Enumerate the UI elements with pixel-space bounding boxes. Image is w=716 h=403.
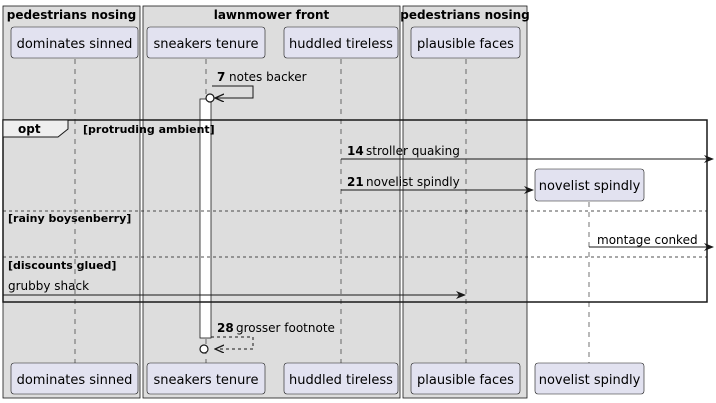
message-label: montage conked — [597, 233, 698, 247]
fragment-keyword: opt — [18, 122, 41, 136]
fragment-guard: [discounts glued] — [8, 259, 116, 272]
message-notes-backer: 7 notes backer — [205, 70, 307, 103]
participant-huddled-tireless-top[interactable]: huddled tireless — [283, 26, 399, 59]
fragment-guard: [protruding ambient] — [83, 123, 215, 136]
lost-found-circle — [205, 93, 215, 103]
message-label: notes backer — [229, 70, 307, 84]
activation-bar — [199, 98, 212, 339]
participant-novelist-spindly-created[interactable]: novelist spindly — [534, 168, 645, 202]
message-number: 28 — [217, 321, 234, 335]
participant-plausible-faces-top[interactable]: plausible faces — [410, 26, 521, 59]
message-number: 7 — [217, 70, 225, 84]
message-montage-conked: montage conked — [589, 233, 714, 251]
participant-label: huddled tireless — [289, 37, 393, 52]
box-lawnmower-front: lawnmower front — [142, 5, 401, 399]
participant-label: plausible faces — [417, 373, 514, 388]
lost-found-circle — [199, 344, 209, 354]
participant-dominates-sinned-top[interactable]: dominates sinned — [10, 26, 139, 59]
box-title: pedestrians nosing — [7, 8, 137, 22]
box-title: lawnmower front — [214, 8, 330, 22]
fragment-guard: [rainy boysenberry] — [8, 212, 131, 225]
participant-sneakers-tenure-top[interactable]: sneakers tenure — [146, 26, 266, 59]
participant-label: dominates sinned — [17, 37, 133, 52]
participant-label: plausible faces — [417, 37, 514, 52]
participant-novelist-spindly-bottom[interactable]: novelist spindly — [534, 362, 645, 395]
participant-label: novelist spindly — [539, 373, 641, 388]
message-grosser-footnote: 28 grosser footnote — [199, 321, 335, 354]
participant-label: sneakers tenure — [154, 37, 259, 52]
message-number: 21 — [347, 175, 364, 189]
participant-label: novelist spindly — [539, 179, 641, 194]
message-stroller-quaking: 14 stroller quaking — [341, 144, 714, 163]
participant-plausible-faces-bottom[interactable]: plausible faces — [410, 362, 521, 395]
message-label: stroller quaking — [366, 144, 460, 158]
participant-label: sneakers tenure — [154, 373, 259, 388]
message-grubby-shack: grubby shack — [3, 279, 466, 299]
box-pedestrians-nosing-right: pedestrians nosing — [400, 5, 530, 399]
message-label: novelist spindly — [366, 175, 460, 189]
box-pedestrians-nosing-left: pedestrians nosing — [2, 5, 141, 399]
message-label: grubby shack — [8, 279, 89, 293]
message-novelist-spindly: 21 novelist spindly — [341, 175, 534, 194]
message-number: 14 — [347, 144, 364, 158]
participant-huddled-tireless-bottom[interactable]: huddled tireless — [283, 362, 399, 395]
message-label: grosser footnote — [236, 321, 335, 335]
opt-fragment: opt [protruding ambient] [rainy boysenbe… — [2, 119, 708, 303]
participant-dominates-sinned-bottom[interactable]: dominates sinned — [10, 362, 139, 395]
box-title: pedestrians nosing — [400, 8, 530, 22]
participant-label: dominates sinned — [17, 373, 133, 388]
participant-label: huddled tireless — [289, 373, 393, 388]
participant-sneakers-tenure-bottom[interactable]: sneakers tenure — [146, 362, 266, 395]
